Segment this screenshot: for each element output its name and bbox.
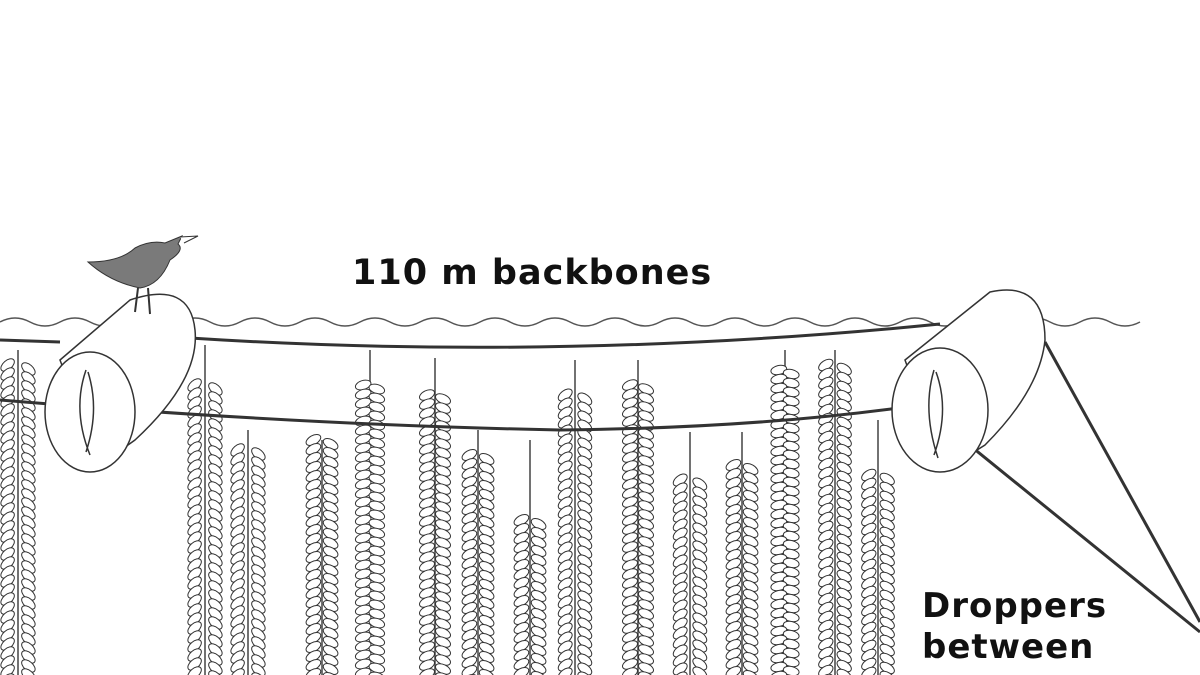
dropper-5 <box>354 350 386 675</box>
lower-backbone-rope <box>0 398 1200 634</box>
left-buoy <box>44 293 197 473</box>
backbone-label: 110 m backbones <box>352 253 713 293</box>
droppers-label: Droppers between <box>922 586 1107 668</box>
anchor-line <box>1043 341 1200 623</box>
dropper-14 <box>818 350 852 675</box>
dropper-10 <box>622 360 654 675</box>
dropper-15 <box>861 420 895 675</box>
dropper-12 <box>725 432 759 675</box>
dropper-13 <box>770 350 800 675</box>
dropper-1 <box>0 350 36 675</box>
dropper-3 <box>230 430 266 675</box>
dropper-4 <box>305 433 339 675</box>
dropper-6 <box>419 358 451 675</box>
droppers-label-line2: between <box>922 626 1095 667</box>
dropper-7 <box>461 430 495 675</box>
seagull-icon <box>86 235 199 315</box>
dropper-2 <box>187 345 223 675</box>
right-buoy <box>891 289 1046 473</box>
dropper-9 <box>557 360 593 675</box>
droppers <box>0 345 895 675</box>
droppers-label-line1: Droppers <box>922 586 1108 626</box>
upper-backbone-rope <box>0 322 941 349</box>
dropper-11 <box>672 432 708 675</box>
dropper-8 <box>513 440 547 675</box>
